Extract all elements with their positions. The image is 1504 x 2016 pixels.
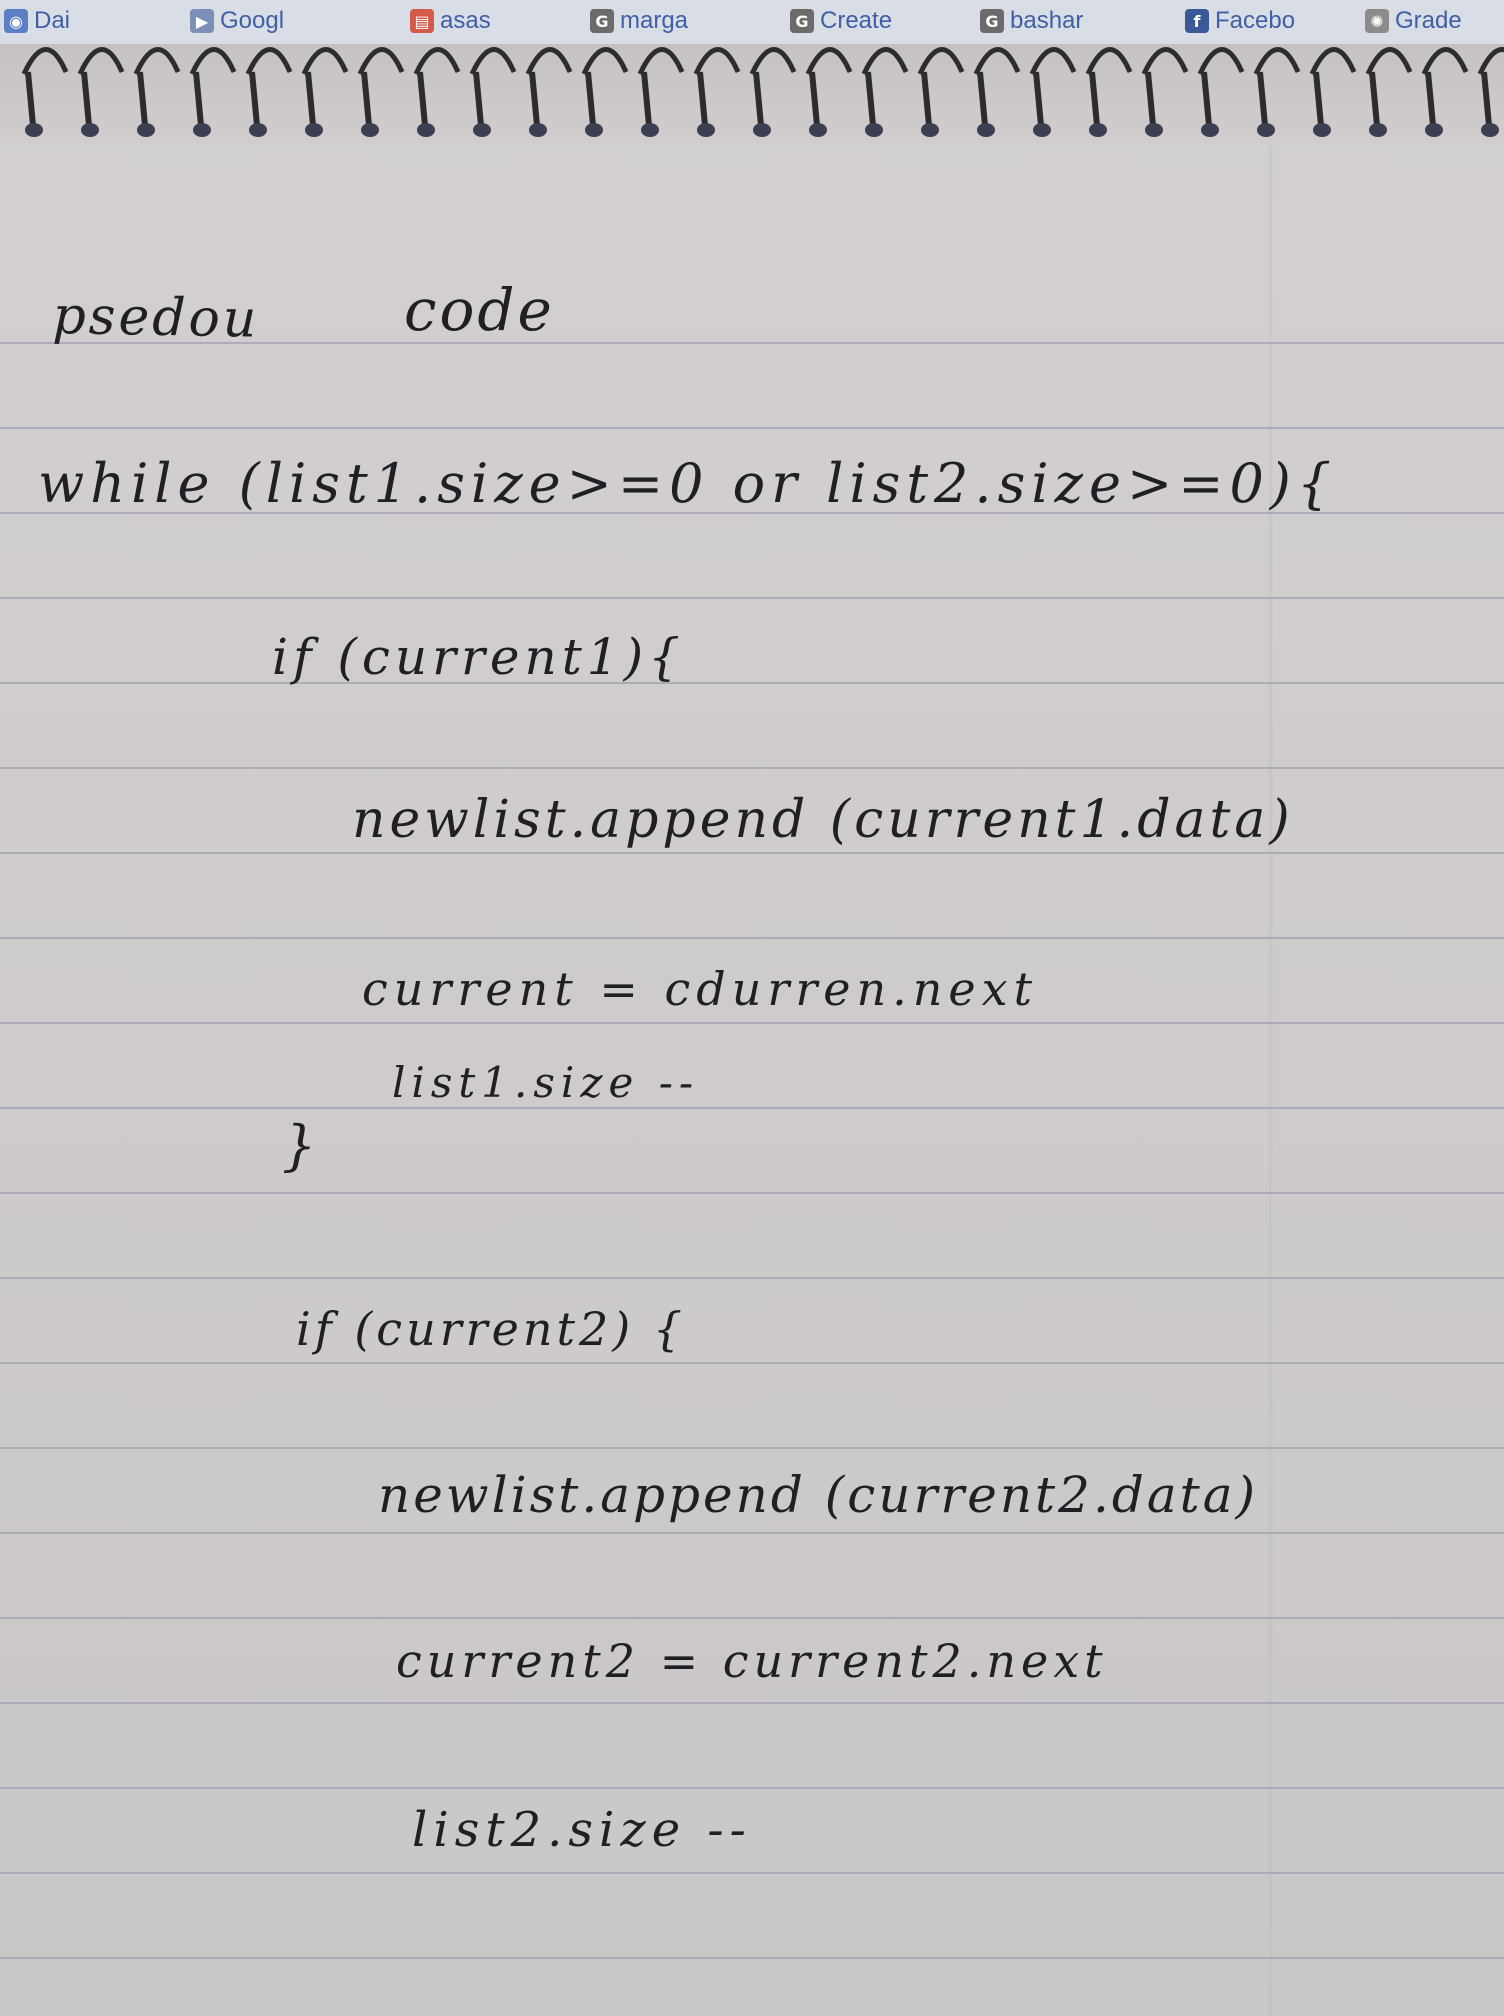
code-line-if-current2: if (current2) { <box>296 1302 687 1356</box>
ruled-line <box>0 1617 1504 1619</box>
spiral-coil <box>637 47 685 137</box>
bookmark-googl[interactable]: ▶ Googl <box>190 6 284 36</box>
ruled-line <box>0 682 1504 684</box>
spiral-coil <box>245 47 293 137</box>
spiral-binding-icon <box>21 47 1504 137</box>
ruled-line <box>0 937 1504 939</box>
bookmark-label: bashar <box>1010 7 1084 34</box>
ruled-line <box>0 1362 1504 1364</box>
doc-icon: ▤ <box>410 9 434 33</box>
bookmark-dai[interactable]: ◉ Dai <box>4 6 70 36</box>
code-line-current-next: current = cdurren.next <box>362 962 1039 1016</box>
bookmark-label: Create <box>820 7 893 34</box>
code-line-close-brace: } <box>282 1114 320 1177</box>
heading-word-code: code <box>404 276 555 344</box>
bookmark-label: Googl <box>220 7 285 34</box>
spiral-coil <box>1421 47 1469 137</box>
ruled-line <box>0 427 1504 429</box>
code-line-append-current1: newlist.append (current1.data) <box>352 790 1294 850</box>
spiral-coil <box>1477 47 1504 137</box>
spiral-coil <box>301 47 349 137</box>
ruled-line <box>0 1277 1504 1279</box>
spiral-coil <box>1085 47 1133 137</box>
ruled-line <box>0 1872 1504 1874</box>
bookmark-icon: ▶ <box>190 9 214 33</box>
bookmark-label: asas <box>440 7 491 34</box>
facebook-icon: f <box>1185 9 1209 33</box>
spiral-coil <box>1365 47 1413 137</box>
bookmark-label: marga <box>620 7 689 34</box>
spiral-coil <box>973 47 1021 137</box>
spiral-coil <box>469 47 517 137</box>
globe-icon: ✺ <box>1365 9 1389 33</box>
spiral-coil <box>357 47 405 137</box>
browser-icon: ◉ <box>4 9 28 33</box>
ruled-line <box>0 1192 1504 1194</box>
google-icon: G <box>590 9 614 33</box>
spiral-coil <box>917 47 965 137</box>
bookmark-label: Facebo <box>1215 7 1296 34</box>
heading-word-psedou: psedou <box>52 286 260 350</box>
spiral-coil <box>1029 47 1077 137</box>
ruled-line <box>0 767 1504 769</box>
spiral-coil <box>21 47 69 137</box>
bookmark-asas[interactable]: ▤ asas <box>410 6 491 36</box>
bookmarks-bar: ◉ Dai ▶ Googl ▤ asas G marga G Create G … <box>0 0 1504 45</box>
spiral-coil <box>749 47 797 137</box>
google-icon: G <box>980 9 1004 33</box>
bookmark-label: Dai <box>34 7 71 34</box>
code-line-if-current1: if (current1){ <box>272 628 685 686</box>
code-line-current2-next: current2 = current2.next <box>396 1634 1108 1688</box>
ruled-line <box>0 1957 1504 1959</box>
spiral-coil <box>1197 47 1245 137</box>
spiral-coil <box>413 47 461 137</box>
spiral-coil <box>805 47 853 137</box>
google-icon: G <box>790 9 814 33</box>
code-line-append-current2: newlist.append (current2.data) <box>378 1466 1259 1524</box>
bookmark-marga[interactable]: G marga <box>590 6 688 36</box>
bookmark-label: Grade <box>1395 7 1462 34</box>
spiral-coil <box>693 47 741 137</box>
code-line-list1-size: list1.size -- <box>392 1058 700 1107</box>
ruled-line <box>0 852 1504 854</box>
spiral-coil <box>1253 47 1301 137</box>
code-line-while: while (list1.size>=0 or list2.size>=0){ <box>38 452 1338 515</box>
code-line-list2-size: list2.size -- <box>412 1802 752 1858</box>
ruled-line <box>0 1107 1504 1109</box>
ruled-line <box>0 1787 1504 1789</box>
ruled-line <box>0 512 1504 514</box>
spiral-coil <box>133 47 181 137</box>
ruled-line <box>0 1702 1504 1704</box>
bookmark-create[interactable]: G Create <box>790 6 892 36</box>
bookmark-bashar[interactable]: G bashar <box>980 6 1083 36</box>
spiral-coil <box>861 47 909 137</box>
bookmark-facebook[interactable]: f Facebo <box>1185 6 1295 36</box>
spiral-coil <box>1309 47 1357 137</box>
spiral-coil <box>189 47 237 137</box>
notebook-page <box>0 44 1504 2016</box>
ruled-line <box>0 1447 1504 1449</box>
spiral-coil <box>77 47 125 137</box>
spiral-coil <box>1141 47 1189 137</box>
ruled-line <box>0 342 1504 344</box>
bookmark-grade[interactable]: ✺ Grade <box>1365 6 1462 36</box>
spiral-coil <box>581 47 629 137</box>
spiral-binding-strip <box>0 44 1504 144</box>
ruled-line <box>0 1532 1504 1534</box>
ruled-line <box>0 1022 1504 1024</box>
ruled-line <box>0 597 1504 599</box>
spiral-coil <box>525 47 573 137</box>
